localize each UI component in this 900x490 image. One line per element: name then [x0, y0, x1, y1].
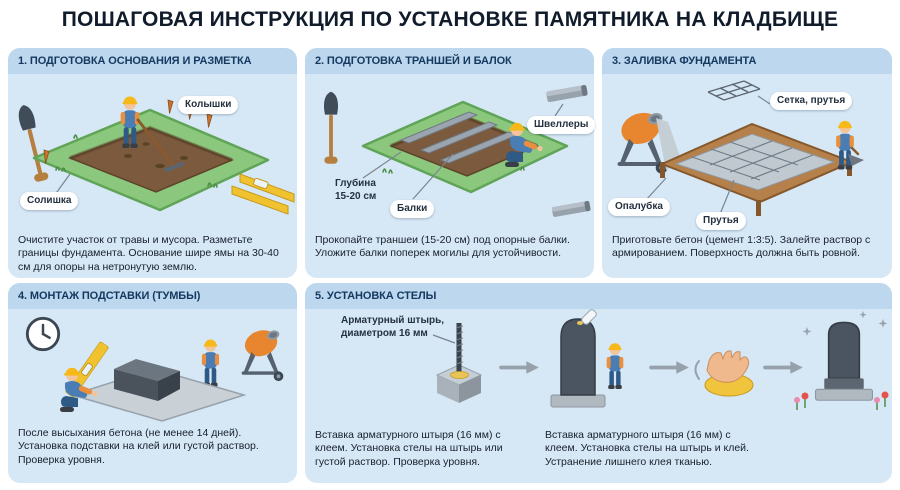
label-pegs: Колышки: [178, 96, 239, 114]
panel-step2-title: 2. ПОДГОТОВКА ТРАНШЕЙ И БАЛОК: [315, 55, 512, 67]
panel-step3-title: 3. ЗАЛИВКА ФУНДАМЕНТА: [612, 55, 757, 67]
label-channels: Швеллеры: [527, 116, 596, 134]
label-line: [719, 179, 735, 215]
hand-cloth-icon: [694, 350, 754, 397]
worker-trowel: [836, 120, 864, 170]
pedestal-block: [114, 359, 180, 401]
panel-step2-header: 2. ПОДГОТОВКА ТРАНШЕЙ И БАЛОК: [305, 48, 594, 74]
panel-step3-art: Сетка, прутья Опалубка Прутья: [602, 74, 892, 234]
step-arrow-icon: [763, 359, 805, 376]
label-mesh: Сетка, прутья: [770, 92, 853, 110]
panel-step4-caption: После высыхания бетона (не менее 14 дней…: [18, 427, 259, 466]
pegs: [43, 99, 213, 164]
label-formwork: Опалубка: [608, 198, 670, 216]
panel-step2-art: Швеллеры Глубина 15-20 см Балки: [305, 74, 596, 234]
sparkles: [802, 311, 888, 336]
worker-gluing: [606, 343, 624, 389]
step-arrow-icon: [499, 359, 541, 376]
panel-step2: 2. ПОДГОТОВКА ТРАНШЕЙ И БАЛОК: [305, 48, 596, 278]
support-beams: [399, 111, 519, 164]
panel-step3: 3. ЗАЛИВКА ФУНДАМЕНТА: [602, 48, 892, 278]
panel-step5-title: 5. УСТАНОВКА СТЕЛЫ: [315, 290, 437, 302]
label-rebar-pin: Арматурный штырь, диаметром 16 мм: [341, 315, 445, 339]
label-line: [412, 153, 454, 200]
label-beams: Балки: [390, 200, 435, 218]
finished-monument: [794, 311, 889, 410]
label-line: [645, 177, 667, 201]
panel-step4-art: [8, 309, 297, 427]
glue-bottle-icon: [577, 309, 597, 325]
grass-plot: [32, 108, 270, 212]
label-rods: Прутья: [696, 212, 746, 230]
panel-step3-header: 3. ЗАЛИВКА ФУНДАМЕНТА: [602, 48, 892, 74]
panel-step5-caption-right: Вставка арматурного штыря (16 мм) с клее…: [545, 429, 749, 468]
panel-step5-header: 5. УСТАНОВКА СТЕЛЫ: [305, 283, 892, 309]
panel5-illustration: [432, 309, 889, 410]
worker-standing: [201, 339, 220, 387]
clock-icon: [25, 316, 61, 352]
rebar-pin: [435, 323, 483, 403]
panel-step1-caption: Очистите участок от травы и мусора. Разм…: [18, 234, 279, 273]
label-line: [362, 151, 402, 179]
cement-mixer-icon: [617, 108, 668, 174]
shovel-icon: [15, 103, 50, 183]
stele: [560, 318, 596, 396]
worker-raking: [120, 96, 184, 172]
panel-step5-captions: Вставка арматурного штыря (16 мм) с клее…: [315, 429, 884, 469]
panel-step1-title: 1. ПОДГОТОВКА ОСНОВАНИЯ И РАЗМЕТКА: [18, 55, 252, 67]
label-marking: Солишка: [20, 192, 79, 210]
panel-step5-caption-left: Вставка арматурного штыря (16 мм) с клее…: [315, 429, 503, 468]
label-depth: Глубина 15-20 см: [335, 178, 377, 202]
panel1-illustration: [15, 96, 295, 215]
panel4-illustration: [25, 316, 284, 422]
step-arrow-icon: [649, 359, 691, 376]
panel-step1: 1. ПОДГОТОВКА ОСНОВАНИЯ И РАЗМЕТКА: [8, 48, 297, 278]
rebar-mesh-icon: [707, 80, 761, 101]
panel3-illustration: [617, 80, 864, 216]
cement-mixer-icon: [241, 326, 284, 382]
label-line: [432, 334, 456, 344]
panel-step5-art: Арматурный штырь, диаметром 16 мм: [305, 309, 892, 427]
panel-step3-caption: Приготовьте бетон (цемент 1:3:5). Залейт…: [612, 234, 871, 260]
panel-step2-caption: Прокопайте траншеи (15-20 см) под опорны…: [315, 234, 570, 260]
flowers: [794, 391, 889, 410]
panel-step5: 5. УСТАНОВКА СТЕЛЫ: [305, 283, 892, 483]
label-line: [757, 95, 771, 105]
level-plank: [231, 173, 295, 215]
page-title: ПОШАГОВАЯ ИНСТРУКЦИЯ ПО УСТАНОВКЕ ПАМЯТН…: [61, 8, 839, 31]
formwork: [660, 123, 853, 216]
panel-step1-art: Колышки Солишка: [8, 74, 297, 234]
panel-step4-header: 4. МОНТАЖ ПОДСТАВКИ (ТУМБЫ): [8, 283, 297, 309]
panel-step1-header: 1. ПОДГОТОВКА ОСНОВАНИЯ И РАЗМЕТКА: [8, 48, 297, 74]
panel2-illustration: [323, 84, 591, 218]
label-line: [554, 103, 564, 117]
stele-install: [550, 309, 624, 408]
panel-step4: 4. МОНТАЖ ПОДСТАВКИ (ТУМБЫ): [8, 283, 297, 483]
panel-step4-title: 4. МОНТАЖ ПОДСТАВКИ (ТУМБЫ): [18, 290, 201, 302]
rebar-mesh: [691, 140, 814, 181]
shovel-icon: [323, 91, 339, 164]
